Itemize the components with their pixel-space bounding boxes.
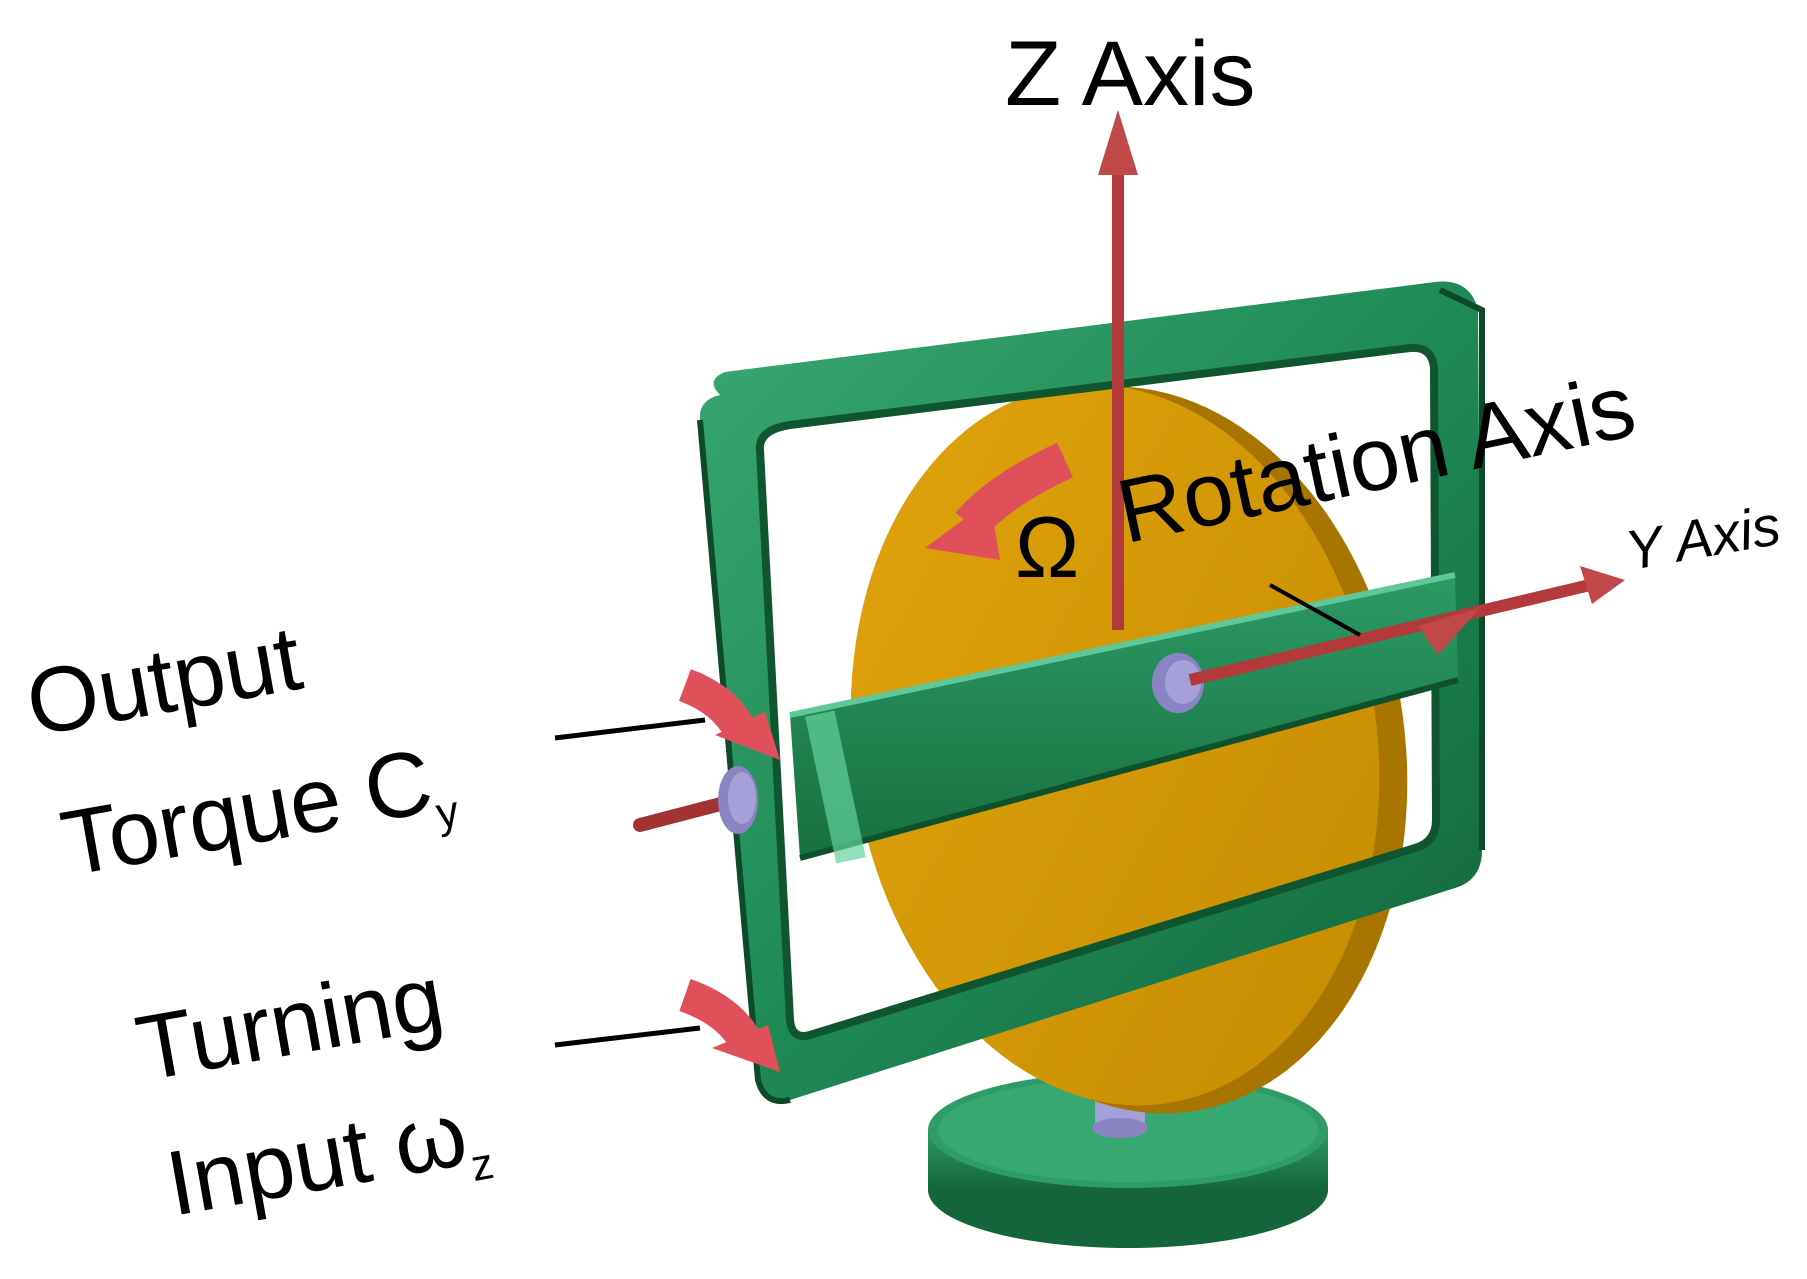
output-torque-arrow <box>678 669 780 760</box>
y-axis-arrow <box>1188 566 1625 686</box>
output-symbol: C <box>356 730 440 843</box>
omega-symbol: Ω <box>1015 500 1080 596</box>
center-pin <box>1152 653 1204 713</box>
leader-lines <box>554 583 1361 1048</box>
rotation-arrow <box>925 442 1074 560</box>
z-axis-label: Z Axis <box>1005 23 1256 125</box>
turning-input-arrow <box>679 978 780 1072</box>
gimbal-frame <box>697 281 1485 1104</box>
side-pin <box>633 766 758 834</box>
crossbar-band <box>789 572 1459 864</box>
z-axis-arrow <box>1098 110 1138 630</box>
turning-symbol: ω <box>385 1082 475 1196</box>
